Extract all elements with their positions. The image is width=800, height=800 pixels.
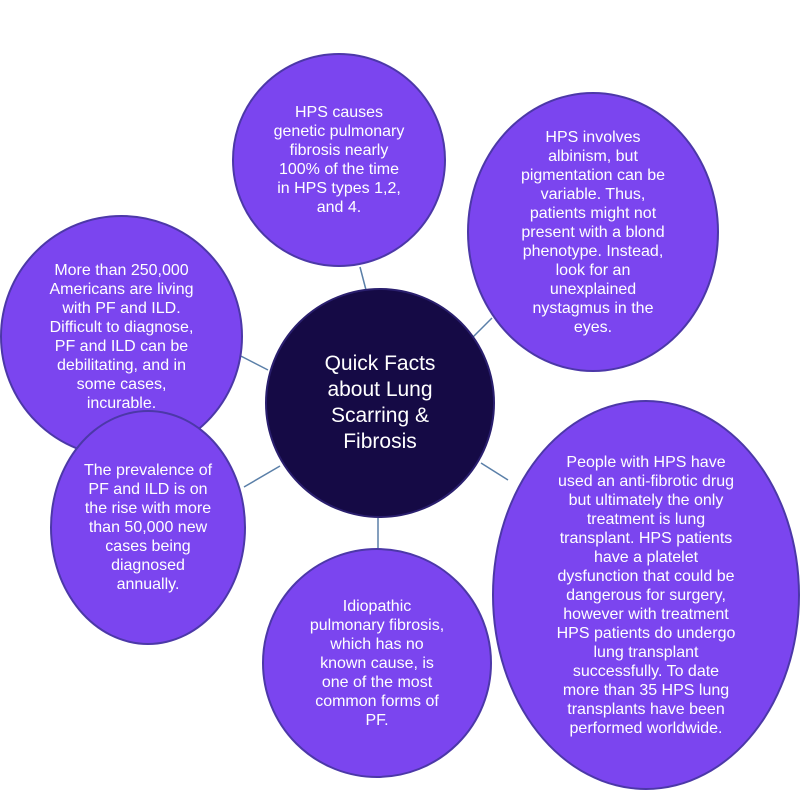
fact-text: HPS involves albinism, but pigmentation … [520, 128, 666, 336]
fact-text: Idiopathic pulmonary fibrosis, which has… [309, 597, 445, 729]
fact-bubble-genetic-pf: HPS causes genetic pulmonary fibrosis ne… [232, 53, 446, 267]
connector-top [359, 266, 367, 291]
fact-bubble-albinism: HPS involves albinism, but pigmentation … [467, 92, 719, 372]
fact-bubble-lung-transplant: People with HPS have used an anti-fibrot… [492, 400, 800, 790]
connector-right [480, 462, 509, 481]
center-title-bubble: Quick Facts about Lung Scarring & Fibros… [265, 288, 495, 518]
fact-bubble-prevalence: The prevalence of PF and ILD is on the r… [50, 410, 246, 645]
center-title: Quick Facts about Lung Scarring & Fibros… [324, 352, 436, 453]
connector-bottom-left [243, 465, 281, 488]
fact-text: People with HPS have used an anti-fibrot… [556, 453, 736, 737]
fact-text: More than 250,000 Americans are living w… [49, 261, 194, 412]
fact-bubble-idiopathic-pf: Idiopathic pulmonary fibrosis, which has… [262, 548, 492, 778]
fact-text: HPS causes genetic pulmonary fibrosis ne… [273, 104, 405, 216]
fact-bubble-americans-living: More than 250,000 Americans are living w… [0, 215, 243, 458]
fact-text: The prevalence of PF and ILD is on the r… [83, 462, 213, 593]
